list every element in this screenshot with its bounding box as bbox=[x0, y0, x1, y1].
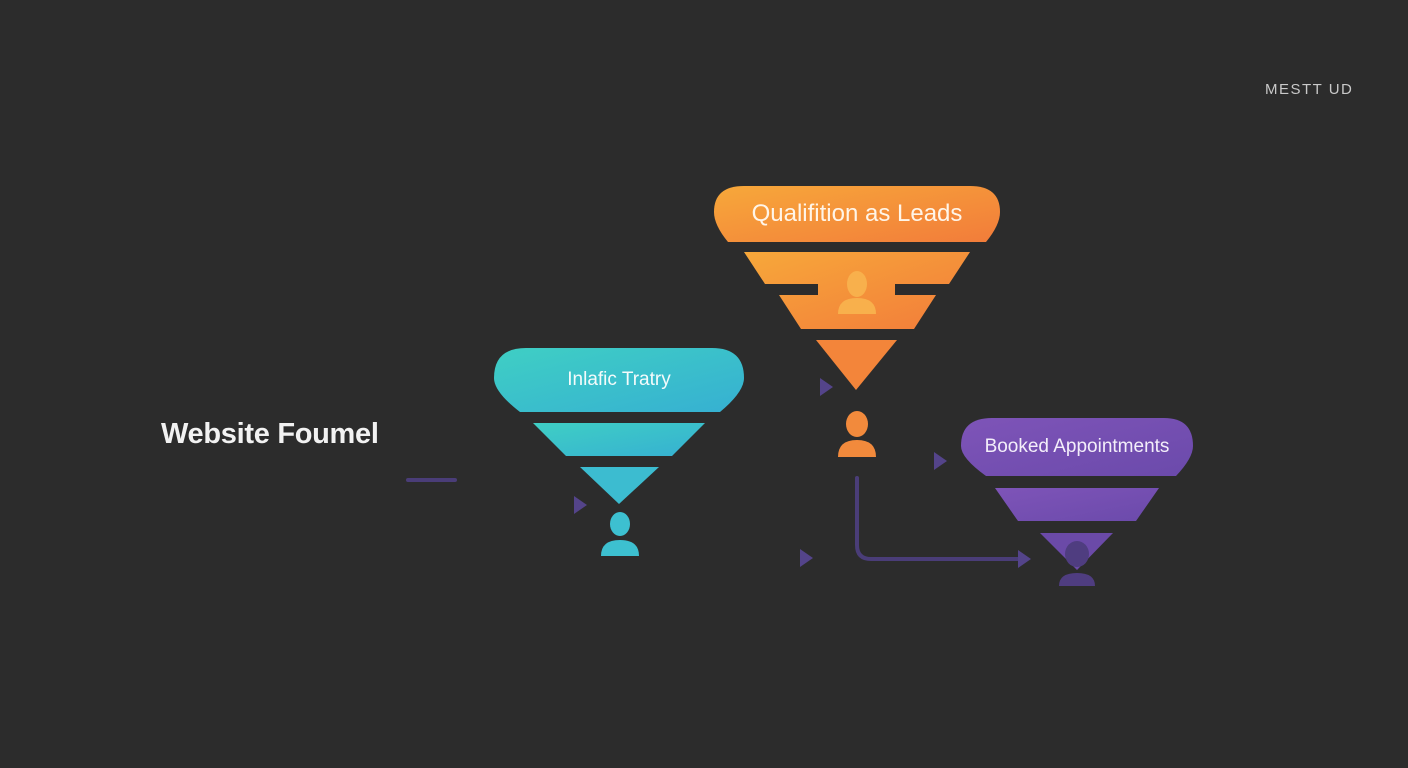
elbow-connector bbox=[855, 476, 1031, 568]
arrow-right-icon bbox=[758, 378, 833, 396]
arrow-right-icon bbox=[886, 452, 947, 470]
connectors bbox=[406, 378, 1031, 568]
funnel-appointments bbox=[961, 418, 1193, 586]
arrow-right-icon bbox=[428, 496, 587, 514]
diagram-title: Website Foumel bbox=[161, 418, 379, 450]
arrow-right-icon bbox=[650, 549, 813, 567]
person-icon bbox=[1059, 541, 1095, 586]
funnel-qualification bbox=[714, 186, 1000, 457]
person-icon bbox=[838, 271, 876, 314]
funnel-appointments-label: Booked Appointments bbox=[984, 436, 1170, 457]
brand-label: MESTT UD bbox=[1265, 81, 1354, 98]
funnel-traffic bbox=[494, 348, 744, 556]
funnel-traffic-label: Inlafic Tratry bbox=[567, 369, 671, 390]
person-icon bbox=[838, 411, 876, 457]
person-icon bbox=[601, 512, 639, 556]
funnel-qualification-label: Qualifition as Leads bbox=[751, 200, 963, 227]
